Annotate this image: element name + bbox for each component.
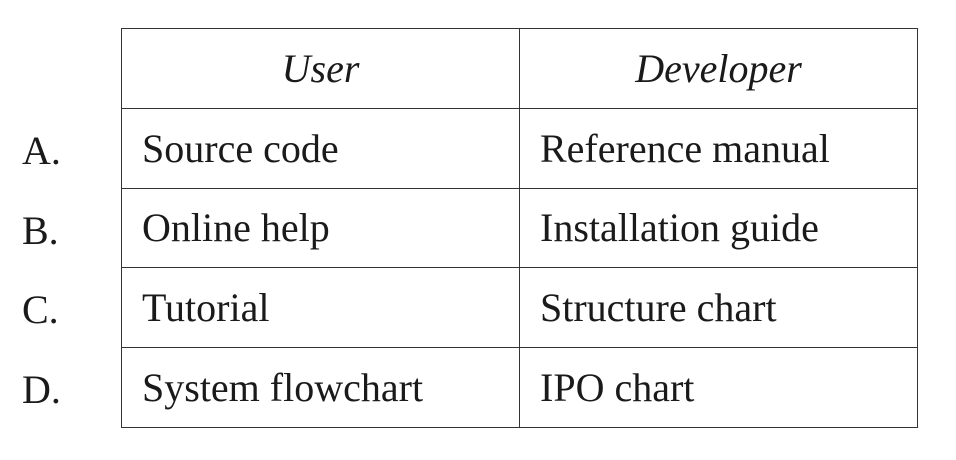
table-row: Source code Reference manual	[121, 107, 918, 189]
table-row: System flowchart IPO chart	[121, 347, 918, 428]
option-label-d: D.	[22, 367, 61, 412]
option-label-b: B.	[22, 208, 59, 253]
cell-developer: Structure chart	[519, 267, 918, 349]
option-label-a: A.	[22, 128, 61, 173]
table-row: Tutorial Structure chart	[121, 267, 918, 349]
header-user: User	[121, 28, 520, 109]
cell-developer: IPO chart	[519, 347, 918, 428]
table-row: Online help Installation guide	[121, 187, 918, 269]
table-header-row: User Developer	[121, 28, 918, 109]
cell-developer: Installation guide	[519, 187, 918, 269]
cell-user: Tutorial	[121, 267, 520, 349]
cell-user: Online help	[121, 187, 520, 269]
cell-user: System flowchart	[121, 347, 520, 428]
header-developer: Developer	[519, 28, 918, 109]
cell-developer: Reference manual	[519, 107, 918, 189]
option-label-c: C.	[22, 287, 59, 332]
answer-options-table: User Developer Source code Reference man…	[121, 28, 918, 428]
cell-user: Source code	[121, 107, 520, 189]
